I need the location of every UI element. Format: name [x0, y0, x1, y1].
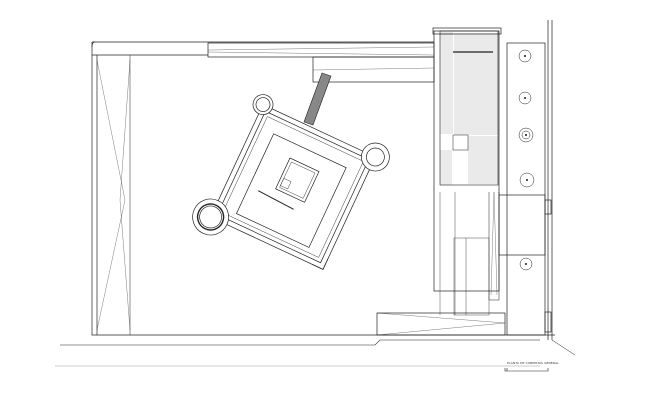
garden-strip [498, 42, 552, 336]
castle-bridge [303, 72, 332, 126]
hatched-roof [439, 30, 499, 186]
drawing-caption: PLANTA DE CUBIERTAS GENERAL [507, 361, 559, 365]
tree-icons [518, 49, 535, 271]
castle [192, 94, 390, 270]
lower-ramp [376, 312, 506, 336]
right-building [432, 27, 502, 316]
